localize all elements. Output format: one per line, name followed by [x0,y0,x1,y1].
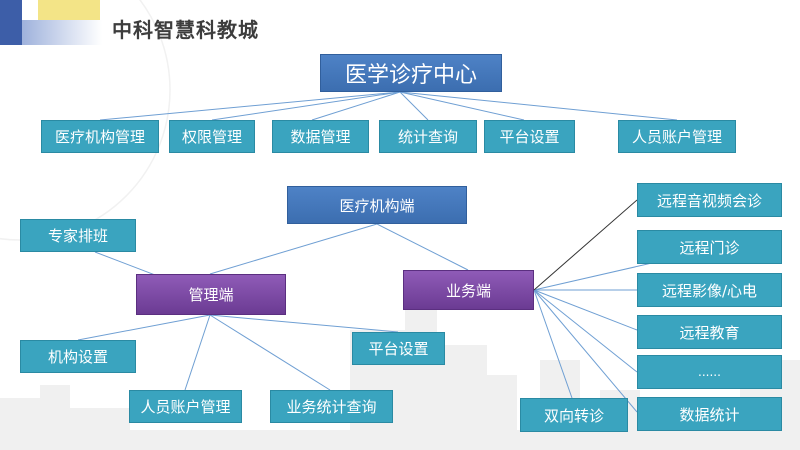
mgmt-child-label: 人员账户管理 [140,398,231,416]
header-accent-fade [22,20,102,45]
module-data-management: 数据管理 [272,120,369,153]
connector-line [533,289,573,399]
biz-child-label: 双向转诊 [543,406,604,425]
module-permission-management: 权限管理 [169,120,255,153]
biz-child-label: 远程门诊 [679,238,740,257]
biz-child-label: ...... [698,365,721,379]
connector-line [533,289,638,413]
institution-label: 医疗机构端 [339,196,415,215]
connector-line [533,199,638,291]
business-label: 业务端 [445,281,491,300]
biz-child-label: 远程影像/心电 [661,281,758,300]
module-statistics-query: 统计查询 [379,120,477,153]
biz-two-way-referral: 双向转诊 [520,398,628,432]
biz-remote-imaging-ecg: 远程影像/心电 [637,273,782,307]
connector-line [533,289,638,373]
module-platform-settings: 平台设置 [484,120,575,153]
connector-line [209,314,399,333]
connector-line [533,289,638,331]
connector-line [184,314,211,391]
biz-data-statistics: 数据统计 [637,397,782,431]
mgmt-child-label: 机构设置 [47,348,108,366]
mgmt-child-label: 专家排班 [47,227,108,245]
connector-line [376,223,469,271]
medical-center-node: 医学诊疗中心 [320,54,502,92]
biz-child-label: 数据统计 [679,405,740,424]
connector-line [209,223,378,275]
biz-remote-outpatient: 远程门诊 [637,230,782,264]
module-label: 医疗机构管理 [54,128,145,146]
mgmt-platform-settings: 平台设置 [352,332,445,365]
module-account-management: 人员账户管理 [618,120,736,153]
mgmt-account-management: 人员账户管理 [129,390,242,423]
medical-center-label: 医学诊疗中心 [344,63,477,88]
connector-line [99,91,401,121]
connector-line [399,91,429,121]
management-node: 管理端 [136,274,286,315]
biz-child-label: 远程音视频会诊 [656,191,762,210]
biz-more: ...... [637,355,782,389]
module-label: 人员账户管理 [631,128,722,146]
mgmt-institution-settings: 机构设置 [20,340,136,373]
mgmt-business-statistics: 业务统计查询 [270,390,393,423]
connector-line [209,314,331,391]
module-institution-management: 医疗机构管理 [41,120,159,153]
module-label: 平台设置 [499,128,560,146]
connector-line [399,91,678,121]
module-label: 统计查询 [397,128,458,146]
mgmt-child-label: 业务统计查询 [286,398,377,416]
connector-line [311,91,401,121]
connector-line [211,91,401,121]
biz-remote-education: 远程教育 [637,315,782,349]
connector-line [399,91,525,121]
header-accent-blue [0,0,22,45]
business-node: 业务端 [403,270,534,310]
module-label: 权限管理 [181,128,242,146]
biz-remote-av-consultation: 远程音视频会诊 [637,183,782,217]
mgmt-child-label: 平台设置 [368,340,429,358]
management-label: 管理端 [188,286,234,304]
institution-node: 医疗机构端 [287,186,467,224]
module-label: 数据管理 [290,128,351,146]
biz-child-label: 远程教育 [679,323,740,342]
page-title: 中科智慧科教城 [112,18,259,42]
connector-line [77,314,211,341]
mgmt-expert-schedule: 专家排班 [20,219,136,252]
